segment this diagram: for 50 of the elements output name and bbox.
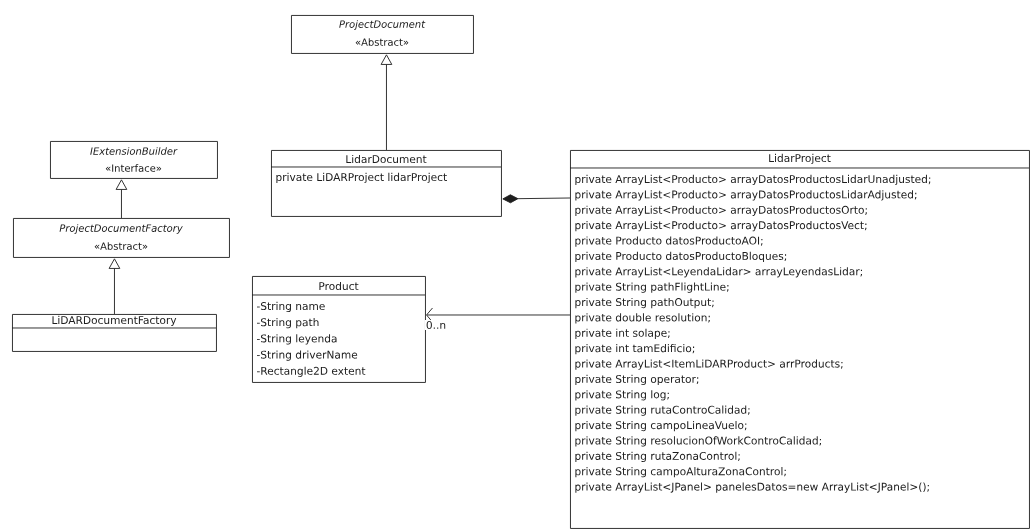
attribute-text: private String campoAlturaZonaControl; xyxy=(575,467,786,478)
attribute-text: -Rectangle2D extent xyxy=(256,366,366,377)
class-box xyxy=(13,218,230,258)
composition-line xyxy=(502,194,571,204)
attribute-text: private String log; xyxy=(575,390,669,401)
class-name: ProjectDocumentFactory xyxy=(59,224,183,234)
attribute-text: private String operator; xyxy=(575,374,699,386)
class-name: Product xyxy=(319,281,359,291)
attribute-text: private ArrayList<Producto> arrayDatosProductosVect; xyxy=(575,221,867,232)
attribute-text: -String path xyxy=(256,318,319,329)
attribute-text: -String driverName xyxy=(256,350,358,361)
class-name: LiDARDocumentFactory xyxy=(52,315,177,327)
attribute-text: private int solape; xyxy=(575,328,670,339)
attribute-text: private ArrayList<Producto> arrayDatosProductosOrto; xyxy=(575,205,867,216)
class-box xyxy=(11,314,217,352)
attribute-text: private String rutaControCalidad; xyxy=(575,405,750,416)
attribute-text: private ArrayList<ItemLiDARProduct> arrProducts; xyxy=(575,359,843,370)
stereotype-label: «Abstract» xyxy=(94,242,148,250)
generalization-arrow xyxy=(380,54,393,151)
class-name: ProjectDocument xyxy=(339,20,426,30)
attribute-text: private String campoLineaVuelo; xyxy=(575,420,747,432)
stereotype-label: «Abstract» xyxy=(355,38,409,46)
attribute-text: private String pathOutput; xyxy=(575,297,714,309)
attribute-text: private LiDARProject lidarProject xyxy=(276,172,447,184)
attribute-text: private Producto datosProductoAOI; xyxy=(575,236,763,247)
class-box xyxy=(569,150,1030,529)
stereotype-label: «Interface» xyxy=(105,164,162,172)
attribute-text: private ArrayList<LeyendaLidar> arrayLeyendasLidar; xyxy=(575,267,862,278)
class-name: IExtensionBuilder xyxy=(90,147,178,155)
attribute-text: private ArrayList<JPanel> panelesDatos=new ArrayList<JPanel>(); xyxy=(575,482,929,493)
generalization-arrow xyxy=(115,179,128,219)
class-name: LidarDocument xyxy=(346,154,427,164)
class-box xyxy=(270,150,502,217)
class-name: LidarProject xyxy=(769,153,831,165)
attribute-text: -String name xyxy=(256,301,325,313)
class-box xyxy=(50,141,218,179)
attribute-text: private String rutaZonaControl; xyxy=(575,451,740,462)
attribute-text: private String pathFlightLine; xyxy=(575,282,729,293)
attribute-text: private int tamEdificio; xyxy=(575,344,695,355)
attribute-text: private ArrayList<Producto> arrayDatosProductosLidarAdjusted; xyxy=(575,190,917,201)
attribute-text: private ArrayList<Producto> arrayDatosProductosLidarUnadjusted; xyxy=(575,174,931,186)
association-arrow xyxy=(426,307,571,323)
multiplicity-label: 0..n xyxy=(424,320,448,330)
attribute-text: -String leyenda xyxy=(256,334,337,345)
attribute-text: private String resolucionOfWorkControCalidad; xyxy=(575,436,821,447)
attribute-text: private Producto datosProductoBloques; xyxy=(575,251,787,262)
generalization-arrow xyxy=(108,258,121,315)
class-box xyxy=(291,15,474,54)
class-box xyxy=(251,276,426,383)
attribute-text: private double resolution; xyxy=(575,313,710,324)
